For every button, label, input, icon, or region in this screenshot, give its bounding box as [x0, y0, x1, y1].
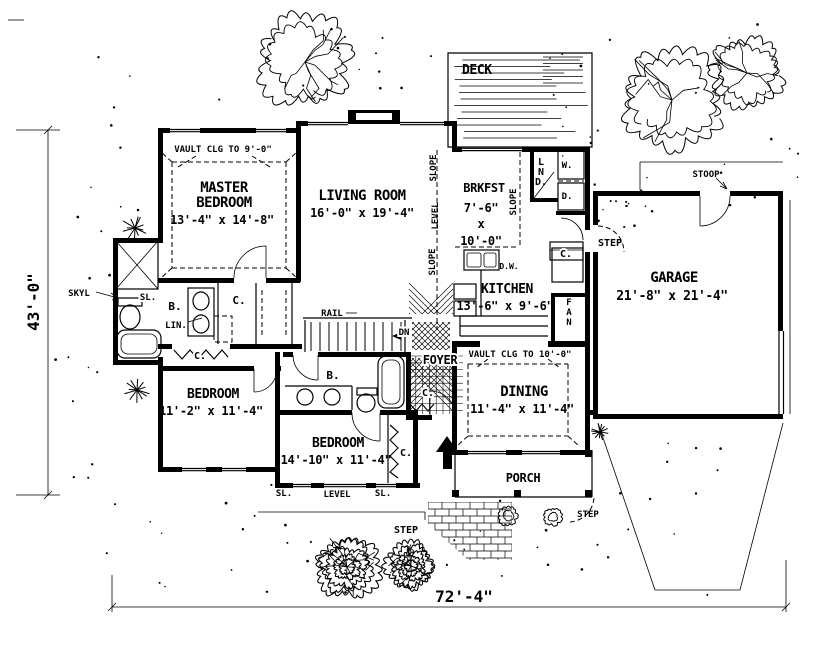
- deck-outline: [447, 52, 593, 148]
- linen-shelves: [213, 315, 233, 343]
- bedroom2-dims: 14'-10" x 11'-4": [281, 453, 392, 467]
- step-closet-label: C.: [560, 249, 572, 260]
- washer-label: W.: [562, 161, 573, 171]
- bifold-closet-bed2: [389, 424, 399, 479]
- garage-dims: 21'-8" x 21'-4": [616, 289, 727, 304]
- width-dimension: 72'-4": [435, 587, 493, 606]
- walkin-closet-label: C.: [232, 294, 245, 307]
- hall-bath-label: B.: [326, 369, 339, 382]
- brkfst-dims2: x: [478, 217, 485, 231]
- closet-shelf: [261, 290, 287, 338]
- windows: [170, 121, 785, 488]
- dryer-label: D.: [562, 192, 573, 202]
- garage-step-label: STEP: [598, 238, 622, 249]
- brkfst-label: BRKFST: [463, 181, 505, 195]
- vanity-master: [187, 287, 215, 337]
- master-vault-note: VAULT CLG TO 9'-0": [174, 145, 272, 155]
- bath-hall-fixtures: [285, 355, 405, 413]
- dining-label: DINING: [500, 384, 548, 400]
- dining-dims: 11'-4" x 11'-4": [470, 402, 574, 416]
- window-sl-label-2: SL.: [375, 489, 391, 499]
- master-bedroom-label: MASTER: [200, 180, 249, 196]
- tree-icons: [122, 10, 787, 599]
- dining-vault-note: VAULT CLG TO 10'-0": [469, 350, 572, 360]
- skylight-label: SKYL: [68, 289, 90, 299]
- dimension-lines: [16, 125, 791, 612]
- shower: [115, 240, 159, 290]
- master-bath-label: B.: [168, 300, 181, 313]
- porch-step-label: STEP: [577, 510, 599, 520]
- living-room-label: LIVING ROOM: [318, 188, 405, 204]
- brkfst-dims1: 7'-6": [464, 201, 499, 215]
- window-sl-label-1: SL.: [276, 489, 292, 499]
- height-dimension: 43'-0": [24, 273, 43, 331]
- slope-label-3: SLOPE: [509, 188, 519, 215]
- walk-step-label: STEP: [394, 525, 418, 536]
- slope-label-2: SLOPE: [428, 248, 438, 275]
- master-bedroom-label2: BEDROOM: [196, 195, 252, 211]
- foyer-label: FOYER: [423, 353, 459, 367]
- bifold-closet-hall: [173, 349, 229, 360]
- dn-label: DN: [399, 328, 410, 338]
- washer-dryer: [557, 149, 585, 211]
- bifold-closet-foyer: [409, 403, 435, 412]
- level-label-1: LEVEL: [431, 202, 441, 230]
- brkfst-dims3: 10'-0": [460, 234, 502, 248]
- deck-label: DECK: [462, 63, 492, 78]
- step-closet: [549, 241, 584, 261]
- porch-label: PORCH: [506, 471, 541, 485]
- stair-treads: [310, 322, 402, 351]
- ceiling-lines: [159, 150, 579, 446]
- bedroom2-label: BEDROOM: [312, 436, 365, 451]
- foyer-closet-label: C.: [422, 388, 434, 399]
- dishwasher-label: D.W.: [499, 262, 518, 271]
- stairs: [303, 312, 412, 352]
- deck-boards: [454, 59, 588, 139]
- tub-master: [116, 329, 162, 359]
- labels: DECK VAULT CLG TO 9'-0" MASTER BEDROOM 1…: [24, 63, 728, 606]
- rail-label: RAIL: [321, 309, 343, 319]
- bedroom1-dims: 11'-2" x 11'-4": [159, 404, 263, 418]
- kitchen-label: KITCHEN: [481, 282, 534, 297]
- fixtures: [115, 149, 585, 483]
- site-lines: [8, 19, 791, 591]
- background-speckles: [54, 23, 800, 596]
- master-bedroom-dims: 13'-4" x 14'-8": [170, 213, 274, 227]
- stoop-label: STOOP: [692, 170, 720, 180]
- window-level-label: LEVEL: [323, 490, 351, 500]
- toilet-master: [117, 297, 143, 330]
- living-room-dims: 16'-0" x 19'-4": [310, 206, 414, 220]
- hall-closet-label: C.: [194, 351, 206, 362]
- brick-walkway: [428, 502, 512, 560]
- garage-label: GARAGE: [650, 270, 698, 286]
- bedroom2-closet-label: C.: [400, 448, 412, 459]
- bedroom1-label: BEDROOM: [187, 387, 240, 402]
- kitchen-dims: 13'-6" x 9'-6": [457, 299, 554, 313]
- entry-arrow-icon: [436, 436, 458, 469]
- doors: [233, 171, 731, 523]
- fireplace: [348, 110, 400, 124]
- linen-label: LIN.: [165, 321, 187, 331]
- kitchen-fixtures: [453, 247, 584, 337]
- porch-outline: [452, 450, 593, 498]
- master-sl-label: SL.: [140, 293, 156, 303]
- slope-label-1: SLOPE: [429, 154, 439, 181]
- closet-walls: [217, 283, 293, 344]
